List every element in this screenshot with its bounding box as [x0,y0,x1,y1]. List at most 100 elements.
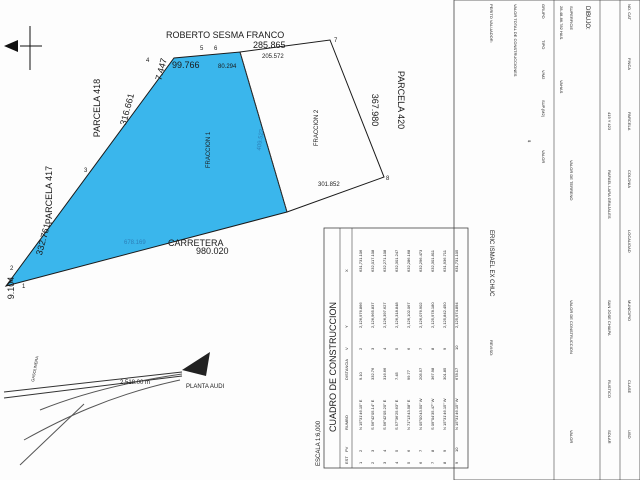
table-cell: 9 [454,461,459,464]
table-cell: 3 [370,347,375,350]
table-cell: 6 [418,461,423,464]
table-cell: 5 [406,461,411,464]
info-val: RUSTICO [607,380,612,398]
table-cell: S 57°36'25.63" E [394,399,399,430]
parcel-left-stub [5,279,13,287]
divider-length: 409.522 [257,128,266,151]
table-cell: 7 [430,461,435,464]
table-cell: S 56°42'05.14" E [370,399,375,430]
table-cell: 99.77 [406,369,411,380]
inner-right-bottom-length: 301.852 [318,182,340,188]
table-cell: 316.66 [382,367,387,380]
table-cell: 10 [454,345,459,350]
table-header: Y [344,325,349,328]
info-val: SOLAR [607,430,612,444]
table-cell: S 09°04'35.47" W [430,398,435,430]
table-cell: 332.76 [370,367,375,380]
location-sketch [3,352,210,466]
side-right-length: 367.980 [370,94,380,127]
table-cell: 2,126,318.848 [394,302,399,328]
fraction-2-label: FRACCION 2 [314,109,320,146]
value-symbol: $ [527,140,532,143]
surface-value: 28-48-86.782 HAS. [559,6,564,40]
parcel-418-label: PARCELA 418 [92,79,102,137]
table-cell: 301.85 [442,367,447,380]
vertex-label: 2 [10,266,14,272]
side-bottom-length: 980.020 [196,246,229,256]
info-val: 419 Y 423 [607,112,612,131]
info-col: COLONIA [627,170,632,188]
table-header: DISTANCIA [344,359,349,380]
reviewed-label: REVISO: [489,340,494,356]
grid-header: VALOR [541,150,546,163]
table-cell: 5 [394,449,399,452]
construction-value: VALOR DE CONSTRUCCION [569,300,574,354]
info-col: FINCA [627,58,632,70]
inner-top-2-length: 205.572 [262,54,284,60]
info-col: LOCALIDAD [627,230,632,253]
table-cell: 2,126,965.837 [370,302,375,328]
table-cell: 3 [370,449,375,452]
value-header: VALOR [569,430,574,443]
table-cell: 6 [406,449,411,452]
table-title: CUADRO DE CONSTRUCCION [328,302,338,432]
fraction-divider-line [239,51,288,213]
surface-label: SUPERFICIE [569,6,574,30]
owner-label: ROBERTO SESMA FRANCO [166,30,284,40]
grid-header: TIPO [541,40,546,49]
side-top-length: 99.766 [172,60,200,70]
table-cell: 2,126,102.067 [406,302,411,328]
table-cell: 632,017.108 [370,249,375,272]
table-cell: 632,301.247 [394,249,399,272]
table-cell: 632,301.811 [430,249,435,272]
info-val: SAN JOSE CHIAPA [607,300,612,336]
table-header: RUMBO [344,415,349,430]
drawing-label: DIBUJO: [584,6,590,30]
land-value: VALOR DE TERRENO [569,160,574,201]
table-cell: N 15°31'46.15" W [442,398,447,430]
total-label: VALOR TOTAL DE CONSTRUCCIONES [513,4,518,77]
table-cell: N 15°31'46.15" W [454,398,459,430]
construction-table: CUADRO DE CONSTRUCCION ESCALA 1:6,000 ES… [316,227,469,469]
grid-header: SUP.(M2) [541,100,546,118]
side-left-end-length: 9.104 [6,277,16,300]
plant-site-icon [182,352,210,376]
table-cell: 4 [382,449,387,452]
appraiser-name: ERIC ISMAEL EX CHUC [488,230,494,297]
table-cell: 631,936.711 [442,249,447,272]
table-cell: 7 [418,347,423,350]
surface-unit: VAHAS [559,80,564,94]
table-cell: 8 [430,347,435,350]
table-cell: 367.98 [430,367,435,380]
parcel-417-label: PARCELA 417 [44,166,54,224]
table-cell: 3 [382,461,387,464]
plant-label: PLANTA AUDI [186,384,225,390]
parcel-420-label: PARCELA 420 [396,71,406,129]
table-cell: N 15°31'46.15" E [358,399,363,430]
table-cell: 9 [442,347,447,350]
table-rows: 12N 15°31'46.15" E9.1022,126,976.866631,… [358,249,459,464]
distance-label: 2,518.00 m [120,380,150,386]
table-cell: 2 [358,347,363,350]
vertex-label: 7 [334,38,338,44]
info-val: RAFAEL LARA GRAJALES [607,170,612,219]
table-cell: 9.10 [358,371,363,380]
table-cell: S 56°42'05.20" E [382,399,387,430]
info-col: MUNICIPIO [627,300,632,321]
vertex-label: 6 [214,46,218,52]
info-col: PARCELA [627,112,632,131]
table-cell: 6 [406,347,411,350]
table-header: V [344,347,349,350]
table-cell: 631,731.105 [454,249,459,272]
table-cell: 2,125,974.894 [454,302,459,328]
table-cell: 2,125,842.450 [442,302,447,328]
vertex-label: 4 [146,58,150,64]
inner-top-length: 80.294 [218,64,237,70]
info-block: NO. CAT FINCA PARCELA COLONIA LOCALIDAD … [453,0,640,480]
table-cell: 7 [418,449,423,452]
fraction-2-outline [239,39,385,213]
table-header: X [344,269,349,272]
table-cell: 632,286.168 [406,249,411,272]
